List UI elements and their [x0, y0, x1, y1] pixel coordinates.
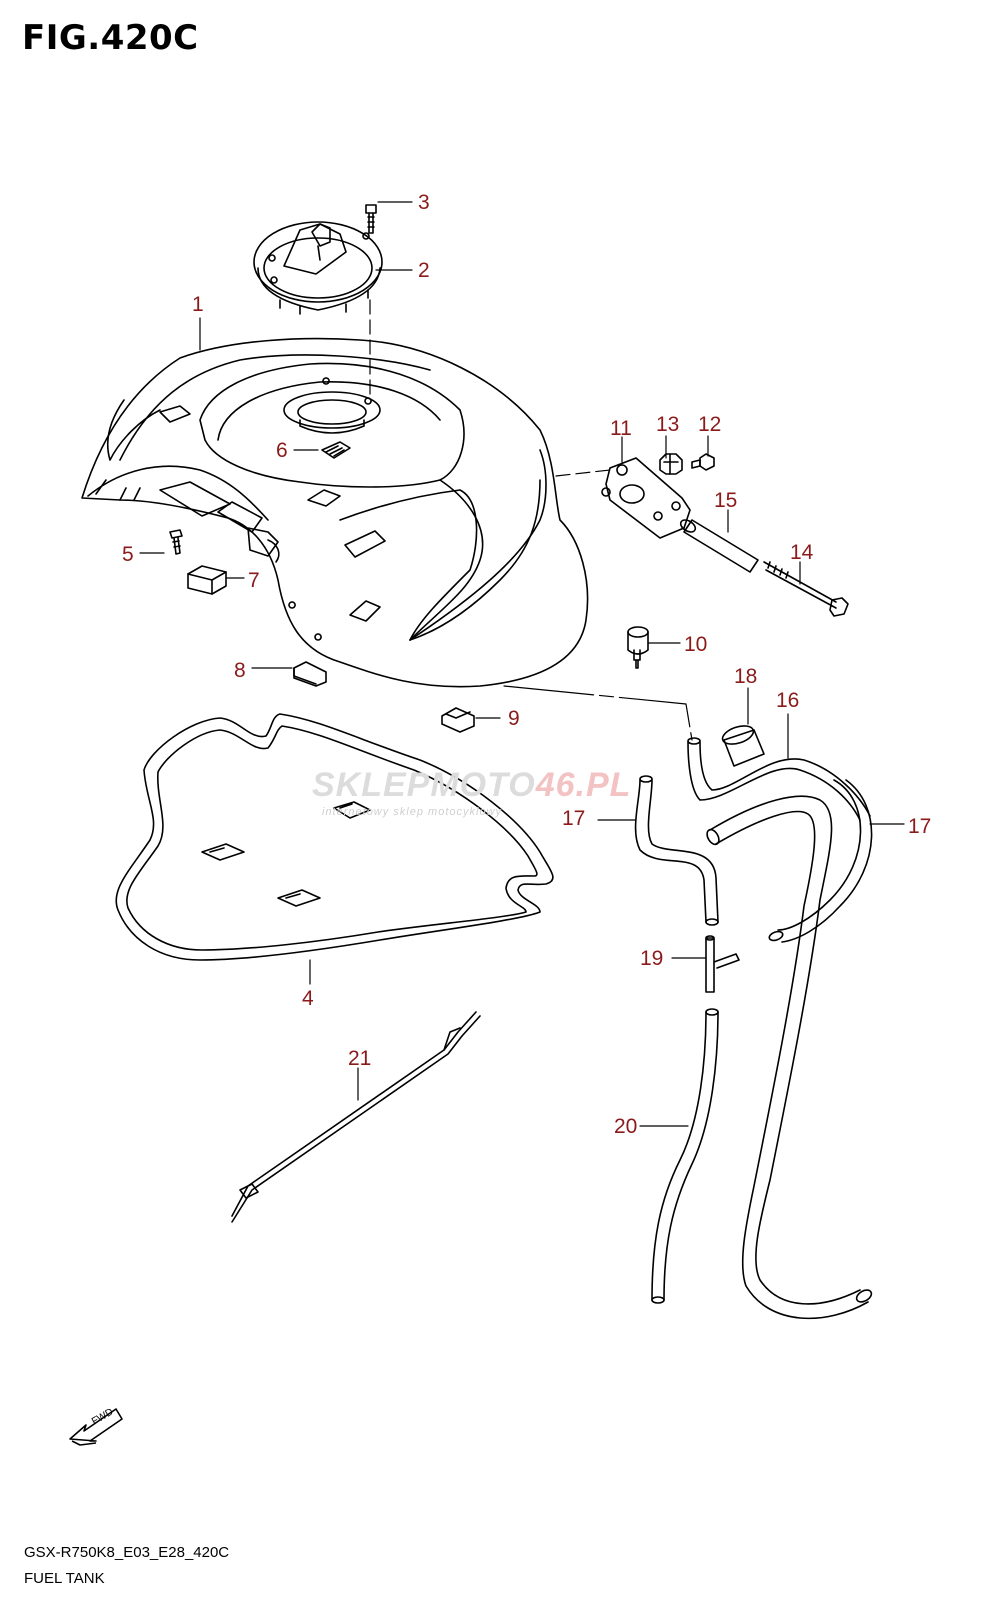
callout-3: 3 — [418, 191, 430, 214]
hose-part-20 — [651, 1008, 719, 1304]
callout-10: 10 — [684, 633, 708, 656]
footer-part-name: FUEL TANK — [24, 1570, 105, 1587]
footer-part-code: GSX-R750K8_E03_E28_420C — [24, 1544, 230, 1561]
callout-6: 6 — [276, 439, 288, 462]
sleeve-part-18 — [721, 725, 765, 767]
hose-part-17-left — [634, 775, 719, 926]
callout-8: 8 — [234, 659, 246, 682]
fuel-cap-part-2 — [253, 221, 383, 315]
callout-15: 15 — [714, 489, 738, 512]
watermark-prefix: SKLEPMOTO — [312, 766, 536, 804]
damper-part-10 — [627, 626, 649, 669]
cushion-part-8 — [293, 661, 327, 687]
callout-19: 19 — [640, 947, 664, 970]
forward-arrow-icon — [69, 1408, 123, 1446]
callout-12: 12 — [698, 413, 722, 436]
callout-17-left: 17 — [562, 807, 586, 830]
callout-9: 9 — [508, 707, 520, 730]
insulator-part-4 — [115, 713, 554, 961]
callout-11: 11 — [610, 417, 632, 440]
screw-part-3 — [365, 204, 377, 234]
hose-part-16 — [706, 795, 873, 1320]
cushion-part-6 — [321, 441, 351, 459]
watermark-subtitle: internetowy sklep motocyklowy — [322, 806, 503, 818]
hose-part-17-right — [687, 737, 873, 943]
bolt-part-12 — [691, 453, 715, 471]
fuel-tank-part-1 — [81, 337, 589, 688]
callout-4: 4 — [302, 987, 314, 1010]
leader-lines — [139, 201, 905, 1127]
watermark: SKLEPMOTO46.PL — [312, 766, 631, 805]
collar-part-15 — [679, 519, 759, 573]
rod-part-21 — [231, 1011, 481, 1223]
cushion-part-7 — [187, 565, 227, 595]
screw-part-5 — [169, 529, 183, 555]
callout-5: 5 — [122, 543, 134, 566]
bolt-part-14 — [763, 561, 849, 617]
callout-17-right: 17 — [908, 815, 932, 838]
figure-title: FIG.420C — [22, 18, 199, 58]
callout-1: 1 — [192, 293, 204, 316]
callout-21: 21 — [348, 1047, 372, 1070]
callout-13: 13 — [656, 413, 680, 436]
callout-7: 7 — [248, 569, 260, 592]
bracket-part-11 — [601, 457, 691, 539]
callout-2: 2 — [418, 259, 430, 282]
nut-part-13 — [659, 453, 683, 475]
callout-20: 20 — [614, 1115, 638, 1138]
callout-14: 14 — [790, 541, 814, 564]
joint-part-19 — [705, 935, 740, 993]
callout-16: 16 — [776, 689, 800, 712]
cushion-part-9 — [441, 707, 475, 733]
watermark-accent: 46.PL — [535, 766, 632, 804]
callout-18: 18 — [734, 665, 758, 688]
